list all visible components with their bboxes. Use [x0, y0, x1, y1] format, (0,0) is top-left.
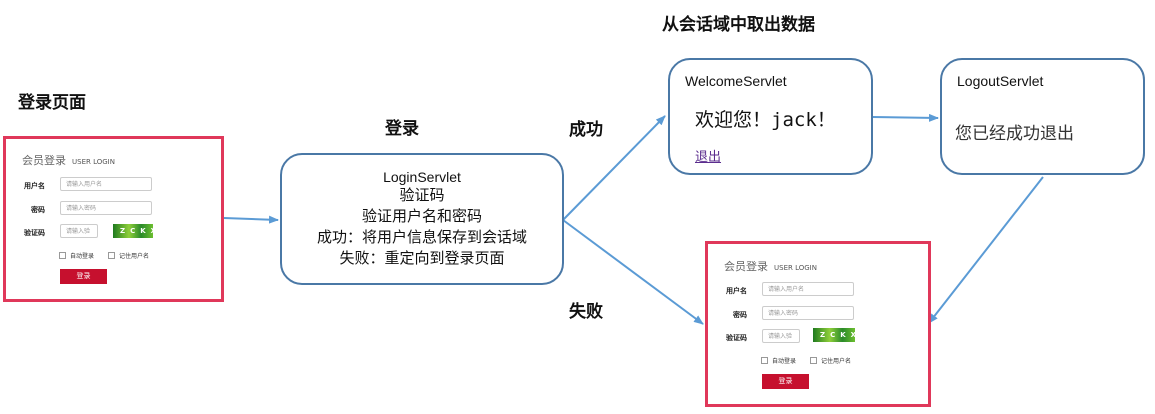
heading-login: 登录: [385, 119, 419, 139]
username-input[interactable]: 请输入用户名: [762, 282, 854, 296]
heading-failure: 失败: [569, 302, 603, 322]
welcome-servlet-box: WelcomeServlet 欢迎您！jack！ 退出: [668, 58, 873, 175]
captcha-label: 验证码: [726, 334, 747, 342]
password-label: 密码: [733, 311, 747, 319]
captcha-label: 验证码: [24, 229, 45, 237]
login-submit-button[interactable]: 登录: [60, 269, 107, 284]
login-servlet-line-2: 验证用户名和密码: [361, 207, 482, 225]
login-servlet-line-3: 成功：将用户信息保存到会话域: [316, 228, 527, 246]
remember-user-checkbox[interactable]: 记住用户名: [810, 356, 851, 365]
arrow-success: [562, 115, 666, 221]
login-servlet-line-1: 验证码: [399, 186, 445, 204]
captcha-input[interactable]: 请输入验: [60, 224, 98, 238]
arrow-failure: [562, 219, 704, 325]
login-servlet-line-4: 失败：重定向到登录页面: [339, 249, 505, 267]
heading-success: 成功: [569, 120, 603, 140]
login-servlet-box: LoginServlet 验证码 验证用户名和密码 成功：将用户信息保存到会话域…: [280, 153, 564, 285]
login-submit-button[interactable]: 登录: [762, 374, 809, 389]
username-input[interactable]: 请输入用户名: [60, 177, 152, 191]
auto-login-checkbox[interactable]: 自动登录: [761, 356, 796, 365]
username-label: 用户名: [726, 287, 747, 295]
password-input[interactable]: 请输入密码: [762, 306, 854, 320]
heading-login-page: 登录页面: [18, 93, 86, 113]
logout-link[interactable]: 退出: [695, 150, 722, 165]
welcome-message: 欢迎您！jack！: [695, 109, 836, 131]
arrow-welcome-to-logout: [871, 113, 939, 122]
remember-user-checkbox[interactable]: 记住用户名: [108, 251, 149, 260]
logout-servlet-title: LogoutServlet: [957, 73, 1044, 89]
arrow-logout-to-loginpage: [928, 176, 1044, 324]
arrow-loginpage-to-loginservlet: [223, 215, 279, 224]
captcha-image[interactable]: ZCKX: [113, 224, 156, 238]
logout-message: 您已经成功退出: [955, 124, 1074, 144]
welcome-servlet-title: WelcomeServlet: [685, 73, 787, 89]
password-input[interactable]: 请输入密码: [60, 201, 152, 215]
password-label: 密码: [31, 206, 45, 214]
heading-session-read: 从会话域中取出数据: [662, 15, 815, 35]
captcha-image[interactable]: ZCKX: [813, 328, 856, 342]
captcha-input[interactable]: 请输入验: [762, 329, 800, 343]
login-servlet-title: LoginServlet: [383, 169, 461, 185]
auto-login-checkbox[interactable]: 自动登录: [59, 251, 94, 260]
username-label: 用户名: [24, 182, 45, 190]
logout-servlet-box: LogoutServlet 您已经成功退出: [940, 58, 1145, 175]
